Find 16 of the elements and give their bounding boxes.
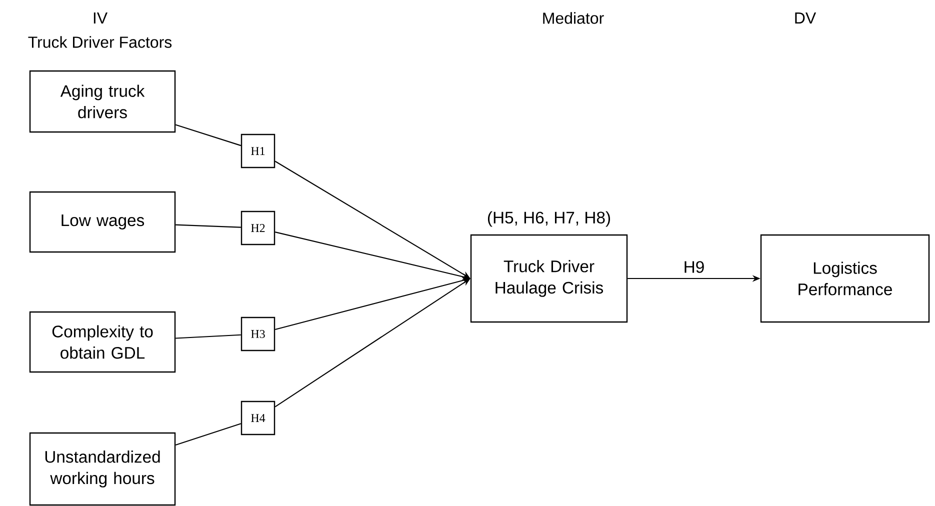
column-heading: Truck Driver Factors <box>28 36 172 48</box>
factor-box: Complexity to obtain GDL <box>29 311 176 373</box>
construct-box: Truck Driver Haulage Crisis <box>470 234 628 323</box>
edge-label: H9 <box>684 261 704 273</box>
hypothesis-box: H3 <box>240 316 276 352</box>
construct-box: Logistics Performance <box>760 234 930 323</box>
factor-box: Low wages <box>29 191 176 253</box>
column-heading: Mediator <box>543 12 604 24</box>
hypothesis-box: H1 <box>240 134 276 168</box>
hypothesis-box: H4 <box>240 400 276 436</box>
column-heading: DV <box>795 12 816 24</box>
factor-box: Unstandardized working hours <box>29 432 176 506</box>
factor-box: Aging truck drivers <box>29 70 176 133</box>
hypothesis-box: H2 <box>240 210 276 246</box>
column-heading: IV <box>94 12 108 24</box>
node-caption: (H5, H6, H7, H8) <box>488 211 610 227</box>
